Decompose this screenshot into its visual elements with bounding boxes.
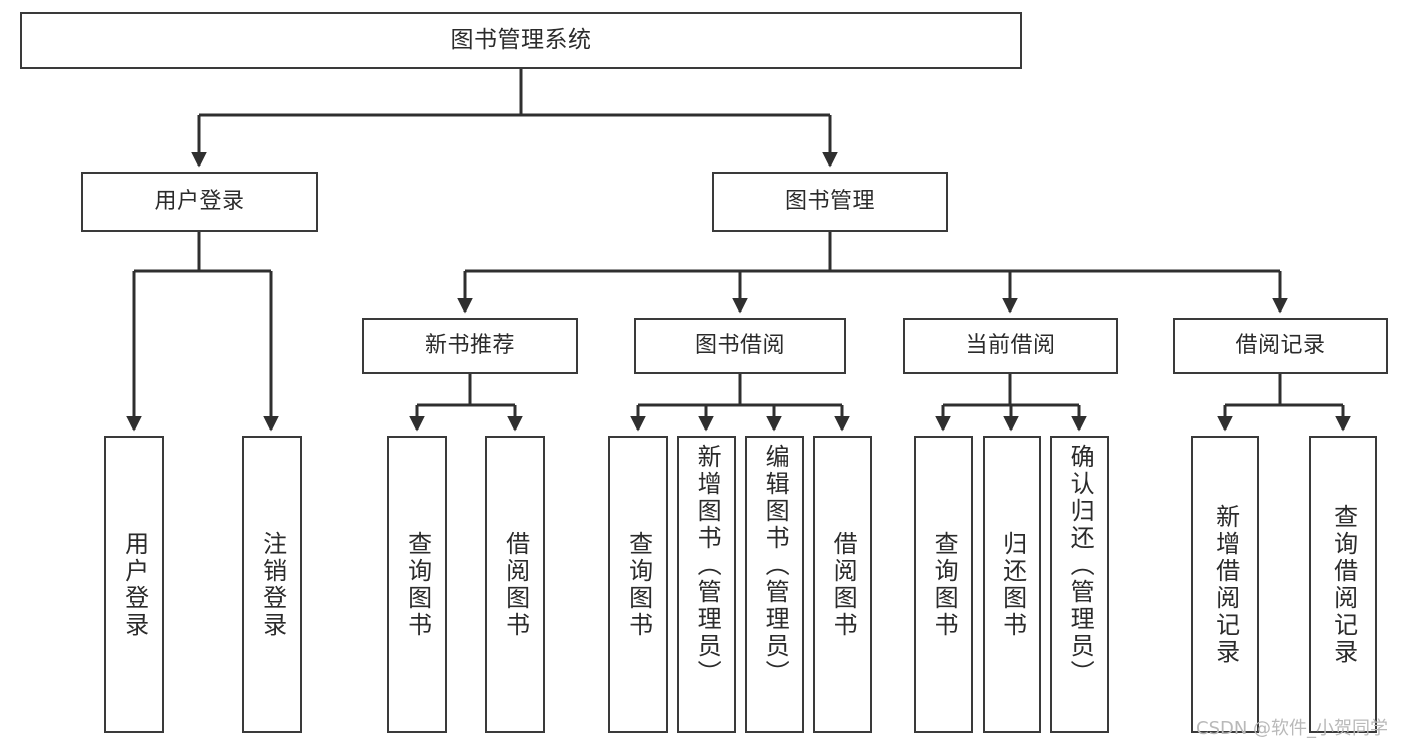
node-user-login[interactable]: 用户登录 [81, 172, 318, 232]
node-new-book-recommend[interactable]: 新书推荐 [362, 318, 578, 374]
node-book-manage[interactable]: 图书管理 [712, 172, 948, 232]
node-leaf-add-borrow-record[interactable]: 新增借阅记录 [1191, 436, 1259, 733]
node-label: 确认归还（管理员） [1066, 444, 1095, 687]
node-label: 借阅记录 [1235, 333, 1326, 359]
node-label: 当前借阅 [965, 333, 1056, 359]
node-leaf-confirm-return-admin[interactable]: 确认归还（管理员） [1050, 436, 1109, 733]
node-borrow-record[interactable]: 借阅记录 [1173, 318, 1388, 374]
node-label: 新增图书（管理员） [693, 444, 722, 687]
node-label: 图书借阅 [694, 333, 785, 359]
node-label: 借阅图书 [829, 530, 858, 639]
node-leaf-add-book-admin[interactable]: 新增图书（管理员） [677, 436, 736, 733]
node-label: 查询图书 [624, 530, 653, 639]
node-label: 编辑图书（管理员） [761, 444, 790, 687]
node-leaf-query-book-3[interactable]: 查询图书 [914, 436, 973, 733]
node-label: 查询图书 [930, 530, 959, 639]
node-label: 用户登录 [120, 530, 149, 639]
csdn-watermark: CSDN @软件_小贺同学 [1196, 718, 1389, 739]
node-label: 新书推荐 [424, 333, 515, 359]
node-leaf-borrow-book-1[interactable]: 借阅图书 [485, 436, 545, 733]
node-label: 查询借阅记录 [1329, 503, 1358, 666]
node-label: 归还图书 [998, 530, 1027, 639]
node-leaf-user-login[interactable]: 用户登录 [104, 436, 164, 733]
node-label: 新增借阅记录 [1211, 503, 1240, 666]
node-leaf-query-borrow-record[interactable]: 查询借阅记录 [1309, 436, 1377, 733]
node-leaf-logout-login[interactable]: 注销登录 [242, 436, 302, 733]
node-leaf-borrow-book-2[interactable]: 借阅图书 [813, 436, 872, 733]
node-label: 查询图书 [403, 530, 432, 639]
node-leaf-edit-book-admin[interactable]: 编辑图书（管理员） [745, 436, 804, 733]
node-label: 注销登录 [258, 530, 287, 639]
node-leaf-return-book[interactable]: 归还图书 [983, 436, 1041, 733]
node-leaf-query-book-2[interactable]: 查询图书 [608, 436, 668, 733]
node-current-borrow[interactable]: 当前借阅 [903, 318, 1118, 374]
node-label: 图书管理 [784, 189, 875, 215]
node-root[interactable]: 图书管理系统 [20, 12, 1022, 69]
node-label: 图书管理系统 [450, 26, 592, 53]
node-book-borrow[interactable]: 图书借阅 [634, 318, 846, 374]
node-label: 用户登录 [154, 189, 245, 215]
node-label: 借阅图书 [501, 530, 530, 639]
node-leaf-query-book-1[interactable]: 查询图书 [387, 436, 447, 733]
